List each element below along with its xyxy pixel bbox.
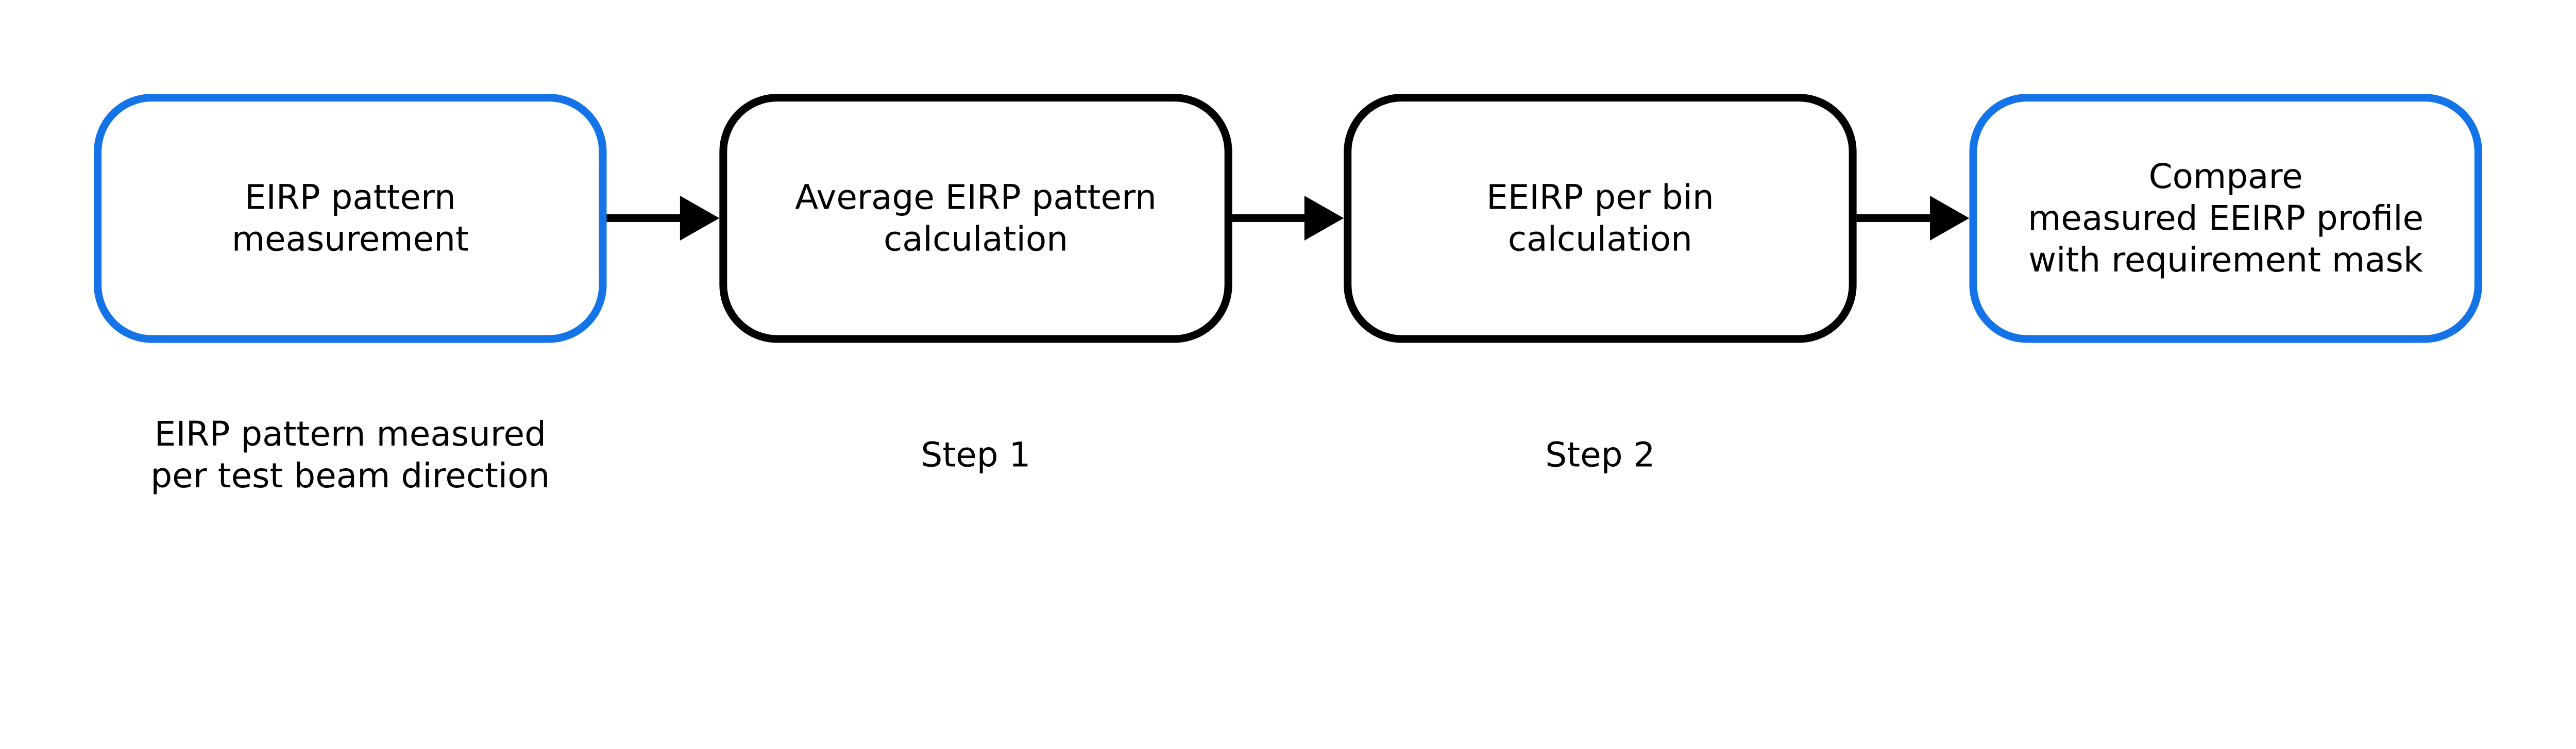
caption-3: Step 2 [1545, 435, 1655, 474]
box-label-line: calculation [884, 219, 1068, 259]
arrowhead-icon [1930, 195, 1970, 241]
box-label-line: Compare [2149, 157, 2303, 196]
caption-1: EIRP pattern measured [155, 414, 546, 454]
arrowhead-icon [680, 195, 720, 241]
box-label-line: measured EEIRP profile [2028, 198, 2424, 238]
arrow-shaft [1232, 214, 1306, 222]
arrow-shaft [1856, 214, 1931, 222]
box-border [1969, 94, 2482, 343]
box-label-line: with requirement mask [2028, 240, 2423, 280]
arrowhead-icon [1304, 195, 1344, 241]
box-label-line: EIRP pattern [245, 177, 456, 217]
flow-arrows [606, 195, 1970, 241]
arrow-2 [1232, 195, 1344, 241]
caption-2: Step 1 [921, 435, 1030, 474]
box-label-line: measurement [232, 219, 469, 259]
arrow-1 [606, 195, 720, 241]
arrow-shaft [606, 214, 681, 222]
box-label-line: Average EIRP pattern [795, 177, 1157, 217]
arrow-3 [1856, 195, 1970, 241]
box-border [94, 94, 607, 343]
caption-1: per test beam direction [150, 456, 550, 496]
box-label-line: calculation [1508, 219, 1692, 259]
box-border [719, 94, 1232, 343]
box-border [1344, 94, 1857, 343]
box-label-line: EEIRP per bin [1486, 177, 1714, 217]
